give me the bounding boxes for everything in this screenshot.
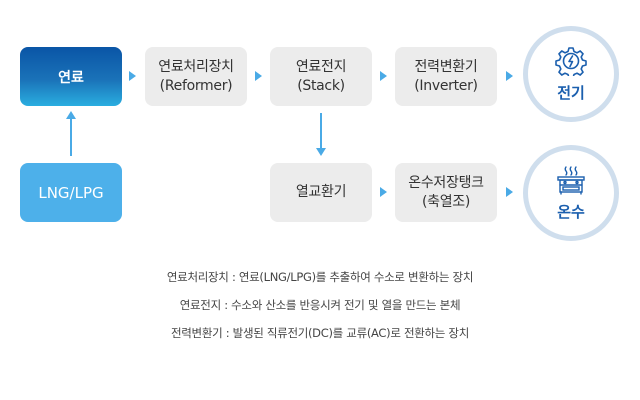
- arrow-right-icon: [255, 71, 262, 81]
- lng-lpg-label: LNG/LPG: [38, 183, 104, 202]
- reformer-title: 연료처리장치: [158, 58, 234, 75]
- heat-exchanger-label: 열교환기: [295, 184, 347, 200]
- hot-water-label: 온수: [557, 202, 585, 221]
- hot-water-tank-title: 온수저장탱크: [408, 174, 484, 191]
- electricity-label: 전기: [557, 83, 585, 102]
- arrow-right-icon: [380, 71, 387, 81]
- arrow-up-icon: [66, 111, 76, 119]
- hot-water-tank-subtitle: (축열조): [421, 193, 471, 210]
- connector-line: [70, 118, 72, 156]
- inverter-title: 전력변환기: [414, 58, 478, 75]
- stack-subtitle: (Stack): [297, 77, 345, 94]
- inverter-subtitle: (Inverter): [414, 77, 478, 94]
- arrow-right-icon: [506, 71, 513, 81]
- boiler-steam-icon: [554, 165, 588, 199]
- arrow-down-icon: [316, 148, 326, 156]
- hot-water-output: 온수: [523, 145, 619, 241]
- description-inverter: 전력변환기 : 발생된 직류전기(DC)를 교류(AC)로 전환하는 장치: [171, 326, 469, 340]
- heat-exchanger-box: 열교환기: [270, 163, 372, 222]
- electricity-output: 전기: [523, 26, 619, 122]
- fuel-label: 연료: [58, 69, 84, 86]
- arrow-right-icon: [506, 187, 513, 197]
- description-stack: 연료전지 : 수소와 산소를 반응시켜 전기 및 열을 만드는 본체: [179, 298, 461, 312]
- fuel-box: 연료: [20, 47, 122, 106]
- hot-water-tank-box: 온수저장탱크 (축열조): [395, 163, 497, 222]
- arrow-right-icon: [380, 187, 387, 197]
- stack-title: 연료전지: [295, 58, 347, 75]
- gear-lightning-icon: [554, 46, 588, 80]
- inverter-box: 전력변환기 (Inverter): [395, 47, 497, 106]
- stack-box: 연료전지 (Stack): [270, 47, 372, 106]
- reformer-subtitle: (Reformer): [159, 77, 233, 94]
- arrow-right-icon: [129, 71, 136, 81]
- description-reformer: 연료처리장치 : 연료(LNG/LPG)를 추출하여 수소로 변환하는 장치: [166, 270, 474, 284]
- lng-lpg-box: LNG/LPG: [20, 163, 122, 222]
- reformer-box: 연료처리장치 (Reformer): [145, 47, 247, 106]
- connector-line: [320, 113, 322, 149]
